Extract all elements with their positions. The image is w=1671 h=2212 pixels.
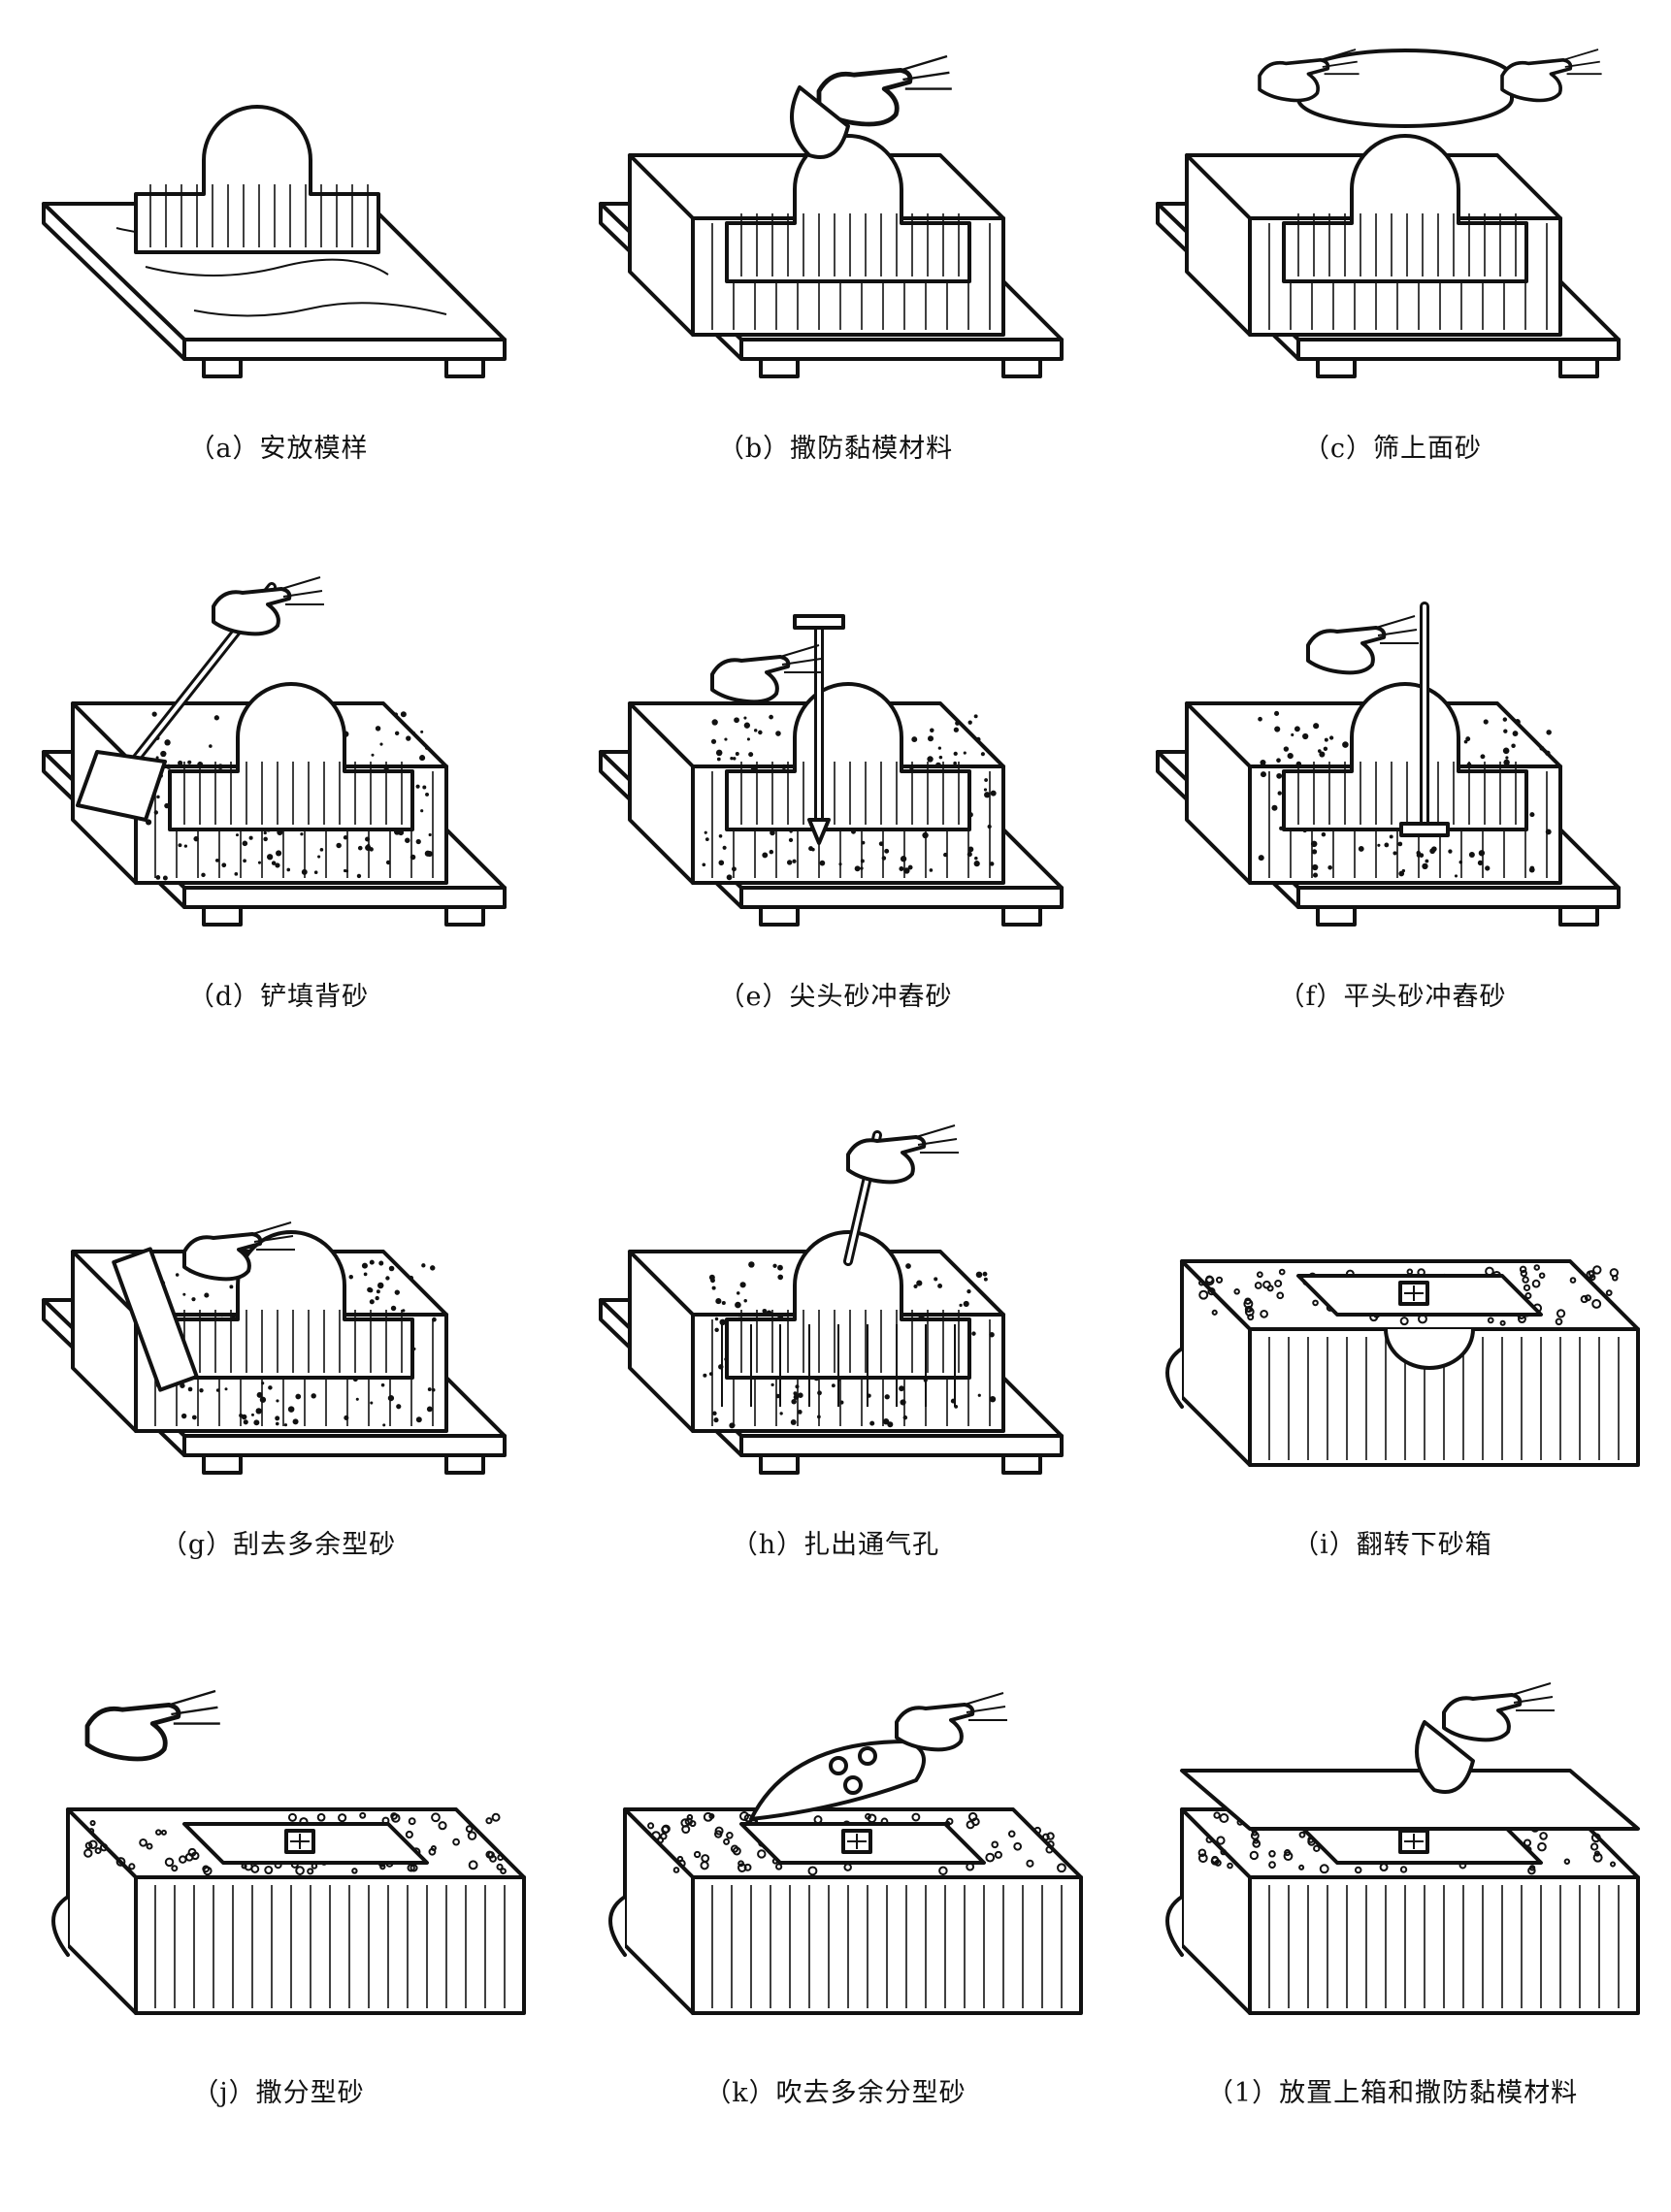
- illustration-b: [599, 54, 1064, 378]
- rammer-handle: [793, 614, 845, 630]
- bellows: [749, 1740, 926, 1821]
- panel-e: （e）尖头砂冲舂砂: [557, 568, 1114, 1116]
- caption-e: （e）尖头砂冲舂砂: [718, 982, 953, 1012]
- sprue-mark-icon: [1398, 1829, 1429, 1854]
- hand: [182, 1221, 295, 1282]
- illustration-e: [599, 614, 1064, 927]
- caption-c: （c）筛上面砂: [1302, 434, 1483, 464]
- drag-flask: [51, 1807, 526, 2015]
- caption-a: （a）安放模样: [188, 434, 369, 464]
- caption-j: （j）撒分型砂: [192, 2078, 365, 2108]
- panel-a: （a）安放模样: [0, 19, 557, 568]
- illustration-i: [1165, 1259, 1640, 1467]
- illustration-c: [1156, 49, 1621, 378]
- pattern: [725, 134, 971, 283]
- cope-flask: [1180, 1769, 1640, 1831]
- panel-g: （g）刮去多余型砂: [0, 1116, 557, 1664]
- hand-right: [1500, 49, 1602, 103]
- caption-k: （k）吹去多余分型砂: [704, 2078, 967, 2108]
- panel-f: （f）平头砂冲舂砂: [1114, 568, 1671, 1116]
- illustration-h: [599, 1124, 1064, 1475]
- caption-g: （g）刮去多余型砂: [160, 1530, 397, 1560]
- powder-bag: [790, 85, 850, 159]
- pattern: [168, 682, 414, 831]
- illustration-l: [1165, 1682, 1640, 2015]
- panel-h: （h）扎出通气孔: [557, 1116, 1114, 1664]
- pattern: [134, 105, 380, 254]
- hand: [1442, 1682, 1555, 1742]
- shovel-blade: [76, 750, 167, 822]
- caption-l: （1）放置上箱和撒防黏模材料: [1206, 2078, 1579, 2108]
- hand: [895, 1692, 1007, 1752]
- pattern: [1282, 134, 1528, 283]
- illustration-k: [608, 1692, 1083, 2015]
- panel-l: （1）放置上箱和撒防黏模材料: [1114, 1664, 1671, 2212]
- panel-d: （d）铲填背砂: [0, 568, 557, 1116]
- hand: [1306, 615, 1419, 675]
- panel-b: （b）撒防黏模材料: [557, 19, 1114, 568]
- sieve: [1296, 49, 1514, 128]
- panel-k: （k）吹去多余分型砂: [557, 1664, 1114, 2212]
- hand: [710, 644, 823, 704]
- panel-i: （i）翻转下砂箱: [1114, 1116, 1671, 1664]
- illustration-a: [42, 105, 507, 378]
- sprue-mark-icon: [1398, 1281, 1429, 1306]
- caption-f: （f）平头砂冲舂砂: [1278, 982, 1507, 1012]
- cope-and-drag: [1165, 1807, 1640, 2015]
- illustration-f: [1156, 602, 1621, 927]
- sprue-mark-icon: [841, 1829, 872, 1854]
- drag-flask: [608, 1807, 1083, 2015]
- strike-off-bar: [112, 1247, 199, 1392]
- sprue-mark-icon: [284, 1829, 315, 1854]
- illustration-d: [42, 576, 507, 927]
- panel-j: （j）撒分型砂: [0, 1664, 557, 2212]
- caption-b: （b）撒防黏模材料: [717, 434, 954, 464]
- hand-left: [1258, 49, 1360, 103]
- pattern: [725, 682, 971, 831]
- caption-h: （h）扎出通气孔: [731, 1530, 940, 1560]
- inverted-drag: [1165, 1259, 1640, 1467]
- hand: [816, 54, 952, 127]
- hand: [84, 1689, 220, 1762]
- flat-rammer: [1399, 602, 1450, 837]
- caption-d: （d）铲填背砂: [187, 982, 370, 1012]
- pattern: [725, 1230, 971, 1380]
- hand: [846, 1124, 959, 1185]
- mold-cavity: [1384, 1327, 1475, 1370]
- illustration-g: [42, 1221, 507, 1475]
- caption-i: （i）翻转下砂箱: [1293, 1530, 1492, 1560]
- hand: [212, 576, 324, 636]
- panel-c: （c）筛上面砂: [1114, 19, 1671, 568]
- powder-bag: [1415, 1720, 1475, 1794]
- illustration-j: [51, 1689, 526, 2015]
